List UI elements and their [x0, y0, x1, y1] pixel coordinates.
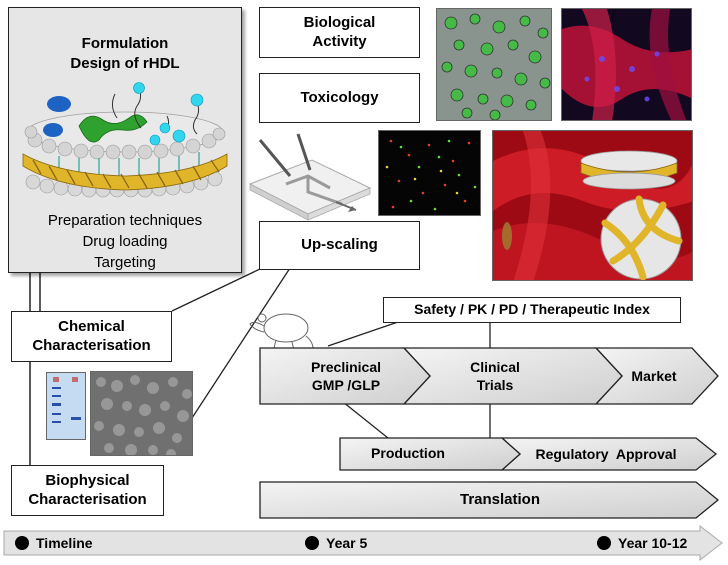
- tem-micrograph-graphic: [91, 372, 192, 455]
- tissue-fluorescence-graphic: [562, 9, 691, 120]
- formulation-subtopics: Preparation techniques Drug loading Targ…: [9, 210, 241, 273]
- chemical-characterisation-box: Chemical Characterisation: [11, 311, 172, 362]
- year10-label: Year 10-12: [618, 535, 688, 551]
- safety-label: Safety / PK / PD / Therapeutic Index: [414, 301, 650, 318]
- gel-electrophoresis-graphic: [47, 373, 85, 439]
- cell-fluorescence-graphic: [437, 9, 551, 120]
- year5-label: Year 5: [326, 535, 368, 551]
- timeline-dot-year5: [305, 536, 319, 550]
- formulation-title: Formulation Design of rHDL: [9, 34, 241, 73]
- biophysical-characterisation-box: Biophysical Characterisation: [11, 465, 164, 516]
- translation-chevron: [259, 481, 720, 519]
- timeline-arrow: [3, 524, 723, 562]
- preclinical-line2: GMP /GLP: [311, 377, 381, 394]
- production-chevron: [339, 437, 521, 471]
- upscaling-box: Up-scaling: [259, 221, 420, 270]
- formulation-title-line1: Formulation: [81, 35, 169, 52]
- preclinical-chevron: [259, 347, 431, 405]
- cell-fluorescence-image: [436, 8, 552, 121]
- clinical-label: Clinical Trials: [440, 358, 550, 394]
- chemical-line1: Chemical: [58, 317, 125, 335]
- clinical-line2: Trials: [476, 377, 514, 394]
- rhdl-bloodstream-graphic: [493, 131, 692, 280]
- gel-electrophoresis-image: [46, 372, 86, 440]
- formulation-panel: Formulation Design of rHDL: [8, 7, 242, 273]
- market-label: Market: [631, 368, 677, 384]
- formulation-sub-line3: Targeting: [94, 254, 156, 271]
- biophysical-line2: Characterisation: [28, 490, 147, 508]
- rhdl-bloodstream-image: [492, 130, 693, 281]
- toxicology-box: Toxicology: [259, 73, 420, 123]
- biophysical-line1: Biophysical: [45, 471, 130, 489]
- biological-line1: Biological: [303, 13, 376, 31]
- regulatory-label: Regulatory Approval: [535, 446, 677, 462]
- chemical-line2: Characterisation: [32, 336, 151, 354]
- tem-micrograph-image: [90, 371, 193, 456]
- timeline-dot-year10: [597, 536, 611, 550]
- microfluidic-chip-illustration: [248, 133, 372, 221]
- safety-pk-pd-box: Safety / PK / PD / Therapeutic Index: [383, 297, 681, 323]
- biological-activity-box: Biological Activity: [259, 7, 420, 58]
- formulation-title-line2: Design of rHDL: [70, 54, 180, 72]
- biological-line2: Activity: [312, 32, 367, 50]
- particle-fluorescence-graphic: [379, 131, 480, 215]
- preclinical-label: Preclinical GMP /GLP: [286, 358, 406, 394]
- timeline-label: Timeline: [36, 535, 93, 551]
- particle-fluorescence-image: [378, 130, 481, 216]
- production-label: Production: [371, 445, 445, 461]
- formulation-sub-line2: Drug loading: [82, 233, 168, 250]
- tissue-fluorescence-image: [561, 8, 692, 121]
- upscaling-label: Up-scaling: [301, 236, 378, 254]
- rhdl-nanodisc-illustration: [22, 82, 228, 198]
- toxicology-label: Toxicology: [300, 88, 379, 106]
- clinical-line1: Clinical: [470, 359, 520, 375]
- translation-label: Translation: [459, 491, 541, 508]
- formulation-sub-line1: Preparation techniques: [47, 212, 203, 229]
- preclinical-line1: Preclinical: [310, 359, 382, 375]
- timeline-dot-start: [15, 536, 29, 550]
